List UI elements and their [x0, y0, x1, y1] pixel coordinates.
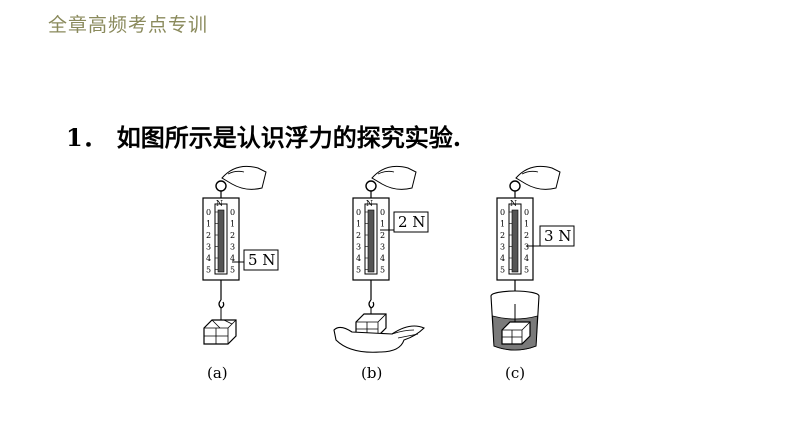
spring-scale-a: N 5 N — [202, 165, 279, 345]
scale-top-label: N — [366, 199, 373, 208]
scale-tick-label: 3 — [230, 243, 235, 252]
scale-tick-label: 3 — [380, 243, 385, 252]
scale-tick-label: 1 — [524, 220, 529, 229]
scale-tick-label: 5 — [206, 266, 211, 275]
reading-b: 2 N — [398, 213, 425, 231]
scale-tick-label: 5 — [524, 266, 529, 275]
scale-tick-label: 0 — [230, 208, 235, 217]
figure-label-c: (c) — [505, 364, 525, 382]
scale-top-label: N — [510, 199, 517, 208]
scale-tick-label: 5 — [230, 266, 235, 275]
reading-c: 3 N — [544, 227, 571, 245]
figure-label-a: (a) — [207, 364, 228, 382]
scale-tick-label: 3 — [356, 243, 361, 252]
scale-tick-label: 0 — [500, 208, 505, 217]
scale-tick-label: 2 — [230, 231, 235, 240]
scale-tick-label: 2 — [206, 231, 211, 240]
spring-scale-b: N 2 N — [333, 165, 429, 353]
scale-tick-label: 2 — [380, 231, 385, 240]
scale-tick-label: 2 — [356, 231, 361, 240]
question-body: 如图所示是认识浮力的探究实验. — [116, 123, 462, 152]
scale-tick-label: 3 — [500, 243, 505, 252]
scale-tick-label: 4 — [500, 254, 505, 263]
scale-tick-label: 4 — [230, 254, 235, 263]
question-number: 1． — [66, 123, 107, 152]
section-title: 全章高频考点专训 — [48, 14, 209, 36]
scale-tick-label: 5 — [380, 266, 385, 275]
scale-tick-label: 2 — [500, 231, 505, 240]
reading-a: 5 N — [248, 251, 275, 269]
scale-tick-label: 4 — [524, 254, 529, 263]
scale-tick-label: 1 — [380, 220, 385, 229]
figure-label-b: (b) — [361, 364, 382, 382]
scale-tick-label: 3 — [524, 243, 529, 252]
spring-scale-c: N 3 N — [490, 165, 575, 351]
scale-tick-label: 0 — [206, 208, 211, 217]
scale-tick-label: 0 — [356, 208, 361, 217]
scale-tick-label: 4 — [206, 254, 211, 263]
scale-tick-label: 5 — [500, 266, 505, 275]
scale-tick-label: 4 — [380, 254, 385, 263]
scale-tick-label: 3 — [206, 243, 211, 252]
scale-tick-label: 5 — [356, 266, 361, 275]
scale-tick-label: 1 — [230, 220, 235, 229]
scale-ticks: 0 0 1 1 2 2 3 3 4 4 5 5 0 0 1 1 2 2 3 3 4 4 5 5 0 0 1 1 2 2 3 3 4 4 5 5 — [206, 208, 529, 275]
scale-tick-label: 0 — [524, 208, 529, 217]
scale-tick-label: 4 — [356, 254, 361, 263]
scale-tick-label: 0 — [380, 208, 385, 217]
scale-top-label: N — [216, 199, 223, 208]
scale-tick-label: 2 — [524, 231, 529, 240]
scale-tick-label: 1 — [206, 220, 211, 229]
scale-tick-label: 1 — [500, 220, 505, 229]
question-text: 1． 如图所示是认识浮力的探究实验. — [66, 118, 461, 153]
scale-tick-label: 1 — [356, 220, 361, 229]
